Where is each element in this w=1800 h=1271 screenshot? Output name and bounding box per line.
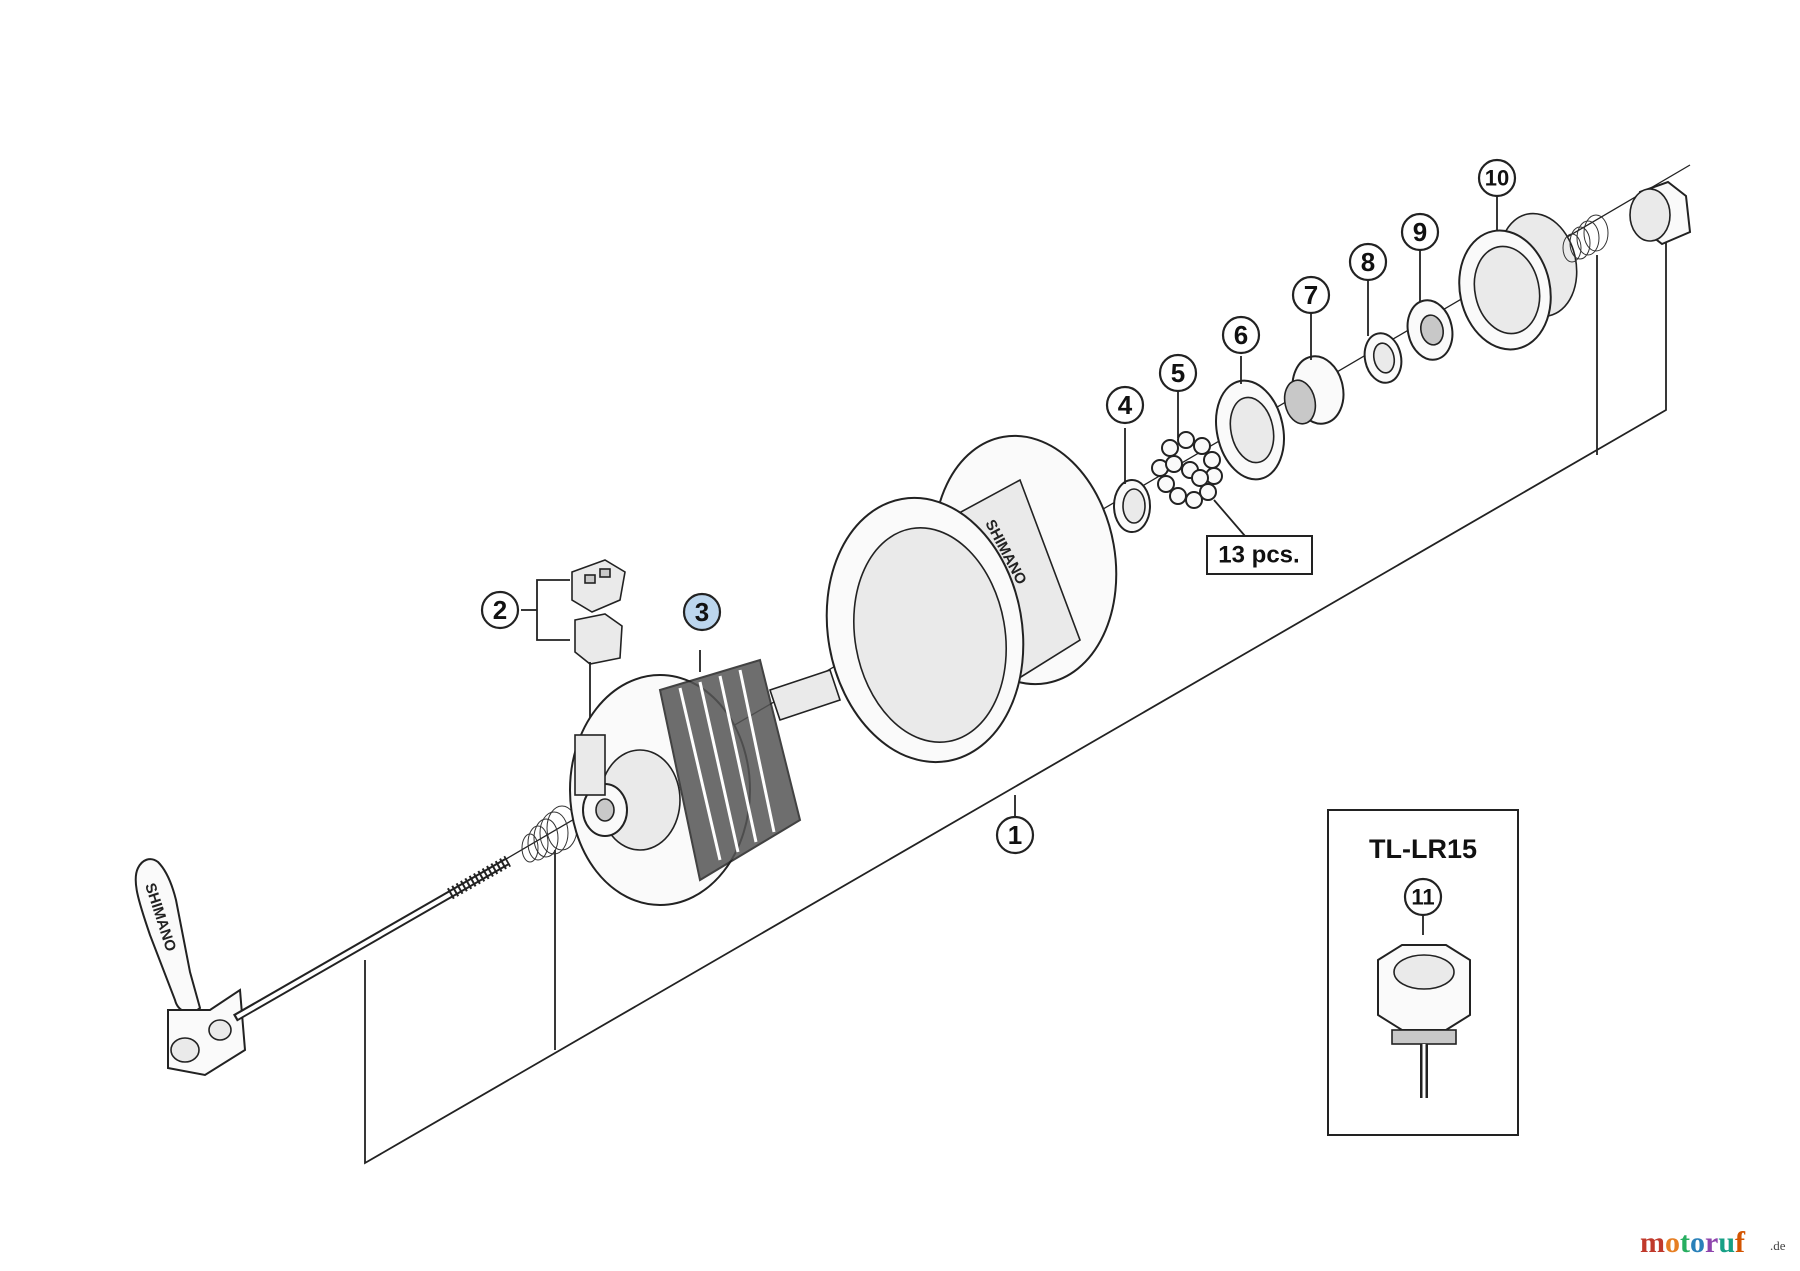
svg-text:motoruf: motoruf [1640, 1226, 1746, 1259]
conical-spring [521, 805, 578, 863]
callout-7: 7 [1291, 275, 1331, 315]
watermark-logo: motoruf .de [1640, 1226, 1786, 1259]
leader-2 [536, 579, 570, 641]
svg-text:10: 10 [1485, 166, 1509, 191]
svg-text:2: 2 [493, 595, 507, 625]
bearing-cup [1215, 379, 1285, 481]
internal-gear-unit [569, 650, 842, 906]
tool-box: TL-LR15 11 [1327, 809, 1519, 1136]
ball-bearings [1151, 431, 1223, 509]
leader-qty [1213, 499, 1246, 537]
cover-cap [1458, 212, 1578, 351]
watermark-char-3: o [1690, 1226, 1705, 1259]
callout-11: 11 [1403, 877, 1443, 917]
watermark-char-1: o [1665, 1226, 1680, 1259]
svg-text:9: 9 [1413, 217, 1427, 247]
hub-shell: SHIMANO [825, 434, 1118, 764]
callout-10: 10 [1477, 158, 1517, 198]
svg-text:5: 5 [1171, 358, 1185, 388]
cone [1283, 355, 1345, 425]
skewer-rod [233, 855, 511, 1022]
callout-3: 3 [682, 592, 722, 632]
dust-cap [1113, 479, 1151, 533]
callout-9: 9 [1400, 212, 1440, 252]
callout-1: 1 [995, 815, 1035, 855]
assembly-bracket [364, 240, 1667, 1165]
svg-text:13 pcs.: 13 pcs. [1218, 542, 1299, 569]
watermark-char-0: m [1640, 1226, 1665, 1259]
lock-nut [1406, 299, 1454, 361]
tool-title: TL-LR15 [1369, 834, 1477, 864]
end-nut [1629, 180, 1692, 246]
quick-release-lever: SHIMANO [134, 858, 247, 1077]
watermark-char-6: f [1735, 1226, 1746, 1259]
watermark-char-5: u [1718, 1226, 1735, 1259]
lockring-tool [1377, 944, 1471, 1098]
svg-text:3: 3 [695, 597, 709, 627]
callout-2: 2 [480, 590, 520, 630]
svg-text:6: 6 [1234, 320, 1248, 350]
svg-text:7: 7 [1304, 280, 1318, 310]
svg-text:4: 4 [1118, 390, 1133, 420]
watermark-char-4: r [1705, 1226, 1718, 1259]
watermark-tld: .de [1770, 1238, 1786, 1253]
clip-parts [571, 559, 626, 725]
callout-4: 4 [1105, 385, 1145, 425]
svg-text:1: 1 [1008, 820, 1022, 850]
svg-text:8: 8 [1361, 247, 1375, 277]
washer [1363, 332, 1403, 384]
watermark-char-2: t [1680, 1226, 1690, 1259]
callout-6: 6 [1221, 315, 1261, 355]
right-spring [1562, 214, 1609, 263]
callout-8: 8 [1348, 242, 1388, 282]
svg-text:11: 11 [1411, 885, 1434, 910]
callout-5: 5 [1158, 353, 1198, 393]
quantity-note: 13 pcs. [1206, 535, 1313, 575]
